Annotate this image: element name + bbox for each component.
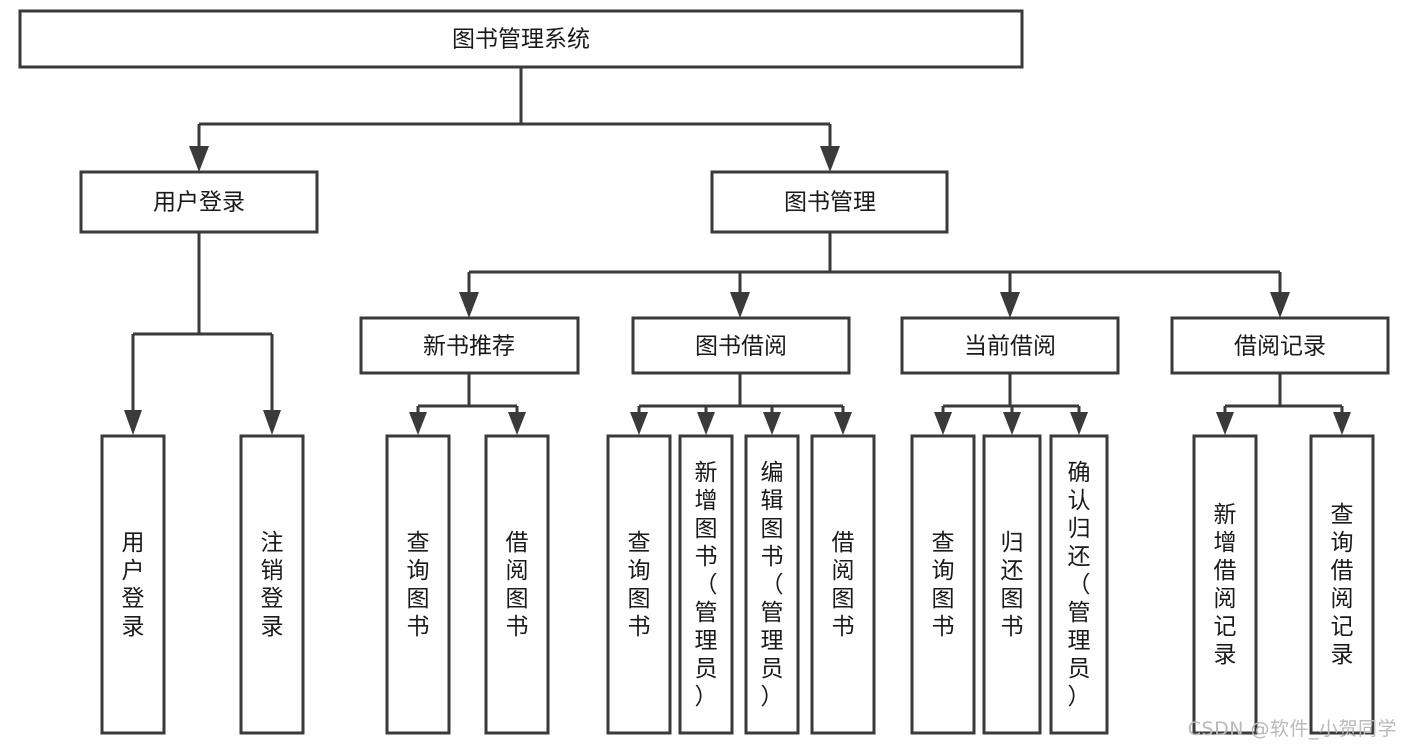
node-leaf-add-borrow-record-box[interactable]: [1192, 434, 1258, 735]
node-borrow-record[interactable]: 借阅记录: [1170, 316, 1390, 375]
node-leaf-edit-book-box[interactable]: [744, 434, 800, 735]
node-borrow-record-label: 借阅记录: [1234, 334, 1326, 360]
node-leaf-borrow-book-2-box[interactable]: [810, 434, 876, 735]
arrow-head-leaf-add-borrow-record: [1216, 412, 1234, 435]
arrow-head-leaf-confirm-return: [1070, 412, 1088, 435]
node-book-borrow-label: 图书借阅: [695, 334, 787, 360]
node-leaf-query-book-2-label: 查询图书: [628, 530, 651, 640]
arrow-head-book-management: [820, 146, 840, 172]
arrow-head-leaf-borrow-book-1: [508, 412, 526, 435]
node-leaf-confirm-return-label: 确认归还（管理员）: [1068, 460, 1091, 710]
node-leaf-query-borrow-record[interactable]: 查询借阅记录: [1309, 434, 1375, 735]
node-leaf-confirm-return-box[interactable]: [1049, 434, 1109, 735]
connector-group-root: [189, 67, 840, 172]
node-leaf-borrow-book-2[interactable]: 借阅图书: [810, 434, 876, 735]
node-book-management[interactable]: 图书管理: [710, 170, 949, 234]
node-user-login[interactable]: 用户登录: [79, 170, 319, 234]
arrow-head-leaf-user-login: [124, 410, 142, 435]
arrow-head-leaf-query-book-2: [630, 412, 648, 435]
node-leaf-borrow-book-1-box[interactable]: [484, 434, 550, 735]
csdn-watermark: CSDN @软件_小贺同学: [1187, 718, 1397, 740]
node-leaf-query-borrow-record-box[interactable]: [1309, 434, 1375, 735]
node-leaf-return-book-label: 归还图书: [1001, 530, 1024, 640]
node-leaf-query-book-3[interactable]: 查询图书: [910, 434, 976, 735]
node-user-login-box[interactable]: [79, 170, 319, 234]
node-leaf-add-borrow-record[interactable]: 新增借阅记录: [1192, 434, 1258, 735]
node-user-login-label: 用户登录: [153, 190, 245, 216]
connector-group-book-management: [459, 232, 1290, 318]
node-root[interactable]: 图书管理系统: [18, 9, 1024, 69]
node-current-borrow-box[interactable]: [900, 316, 1120, 375]
node-current-borrow-label: 当前借阅: [964, 334, 1056, 360]
node-leaf-add-book-label: 新增图书（管理员）: [695, 460, 718, 710]
arrow-head-leaf-query-borrow-record: [1333, 412, 1351, 435]
node-leaf-user-login-label: 用户登录: [122, 530, 145, 640]
arrow-head-leaf-edit-book: [763, 412, 781, 435]
node-leaf-query-book-1-box[interactable]: [385, 434, 451, 735]
node-new-book-recommend-label: 新书推荐: [423, 334, 515, 360]
node-leaf-borrow-book-2-label: 借阅图书: [832, 530, 855, 640]
node-leaf-add-book[interactable]: 新增图书（管理员）: [678, 434, 734, 735]
connector-group-current-borrow: [934, 373, 1088, 435]
node-book-borrow[interactable]: 图书借阅: [631, 316, 851, 375]
node-leaf-return-book[interactable]: 归还图书: [982, 434, 1042, 735]
node-book-borrow-box[interactable]: [631, 316, 851, 375]
node-new-book-recommend-box[interactable]: [359, 316, 580, 375]
node-leaf-query-borrow-record-label: 查询借阅记录: [1331, 502, 1354, 668]
node-leaf-edit-book[interactable]: 编辑图书（管理员）: [744, 434, 800, 735]
arrow-head-leaf-borrow-book-2: [834, 412, 852, 435]
node-root-box[interactable]: [18, 9, 1024, 69]
connector-group-new-book-recommend: [409, 373, 526, 435]
node-leaf-add-borrow-record-label: 新增借阅记录: [1214, 502, 1237, 668]
arrow-head-leaf-return-book: [1003, 412, 1021, 435]
node-leaf-borrow-book-1-label: 借阅图书: [506, 530, 529, 640]
node-leaf-borrow-book-1[interactable]: 借阅图书: [484, 434, 550, 735]
node-current-borrow[interactable]: 当前借阅: [900, 316, 1120, 375]
node-leaf-add-book-box[interactable]: [678, 434, 734, 735]
arrow-head-leaf-query-book-1: [409, 412, 427, 435]
node-root-label: 图书管理系统: [452, 27, 590, 53]
node-leaf-query-book-3-label: 查询图书: [932, 530, 955, 640]
connector-group-user-login: [124, 232, 281, 435]
node-leaf-query-book-1[interactable]: 查询图书: [385, 434, 451, 735]
arrow-head-user-login: [189, 146, 209, 172]
node-new-book-recommend[interactable]: 新书推荐: [359, 316, 580, 375]
arrow-head-new-book-recommend: [459, 292, 479, 318]
arrow-head-leaf-add-book: [697, 412, 715, 435]
node-leaf-edit-book-label: 编辑图书（管理员）: [761, 460, 784, 710]
arrow-head-leaf-user-logout: [263, 410, 281, 435]
node-leaf-query-book-2-box[interactable]: [606, 434, 672, 735]
node-leaf-user-logout-label: 注销登录: [261, 530, 284, 640]
node-leaf-user-logout-box[interactable]: [239, 434, 305, 735]
connector-group-book-borrow: [630, 373, 852, 435]
node-borrow-record-box[interactable]: [1170, 316, 1390, 375]
node-leaf-query-book-3-box[interactable]: [910, 434, 976, 735]
node-book-management-label: 图书管理: [784, 190, 876, 216]
node-book-management-box[interactable]: [710, 170, 949, 234]
node-leaf-query-book-2[interactable]: 查询图书: [606, 434, 672, 735]
arrow-head-book-borrow: [730, 292, 750, 318]
arrow-head-borrow-record: [1270, 292, 1290, 318]
node-leaf-confirm-return[interactable]: 确认归还（管理员）: [1049, 434, 1109, 735]
node-leaf-query-book-1-label: 查询图书: [407, 530, 430, 640]
node-leaf-user-login-box[interactable]: [100, 434, 166, 735]
node-leaf-return-book-box[interactable]: [982, 434, 1042, 735]
connector-group-borrow-record: [1216, 373, 1351, 435]
node-leaf-user-login[interactable]: 用户登录: [100, 434, 166, 735]
arrow-head-leaf-query-book-3: [934, 412, 952, 435]
arrow-head-current-borrow: [1000, 292, 1020, 318]
node-leaf-user-logout[interactable]: 注销登录: [239, 434, 305, 735]
